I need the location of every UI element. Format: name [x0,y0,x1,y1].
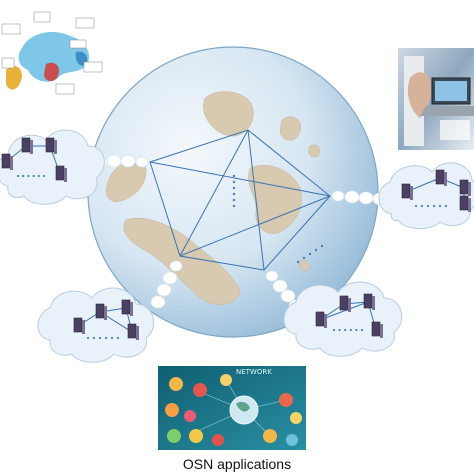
ellipsis-dot [16,174,20,178]
avatar [279,393,293,407]
avatar [263,429,277,443]
server-icon [1,153,13,170]
server-icon [371,321,383,338]
server-icon [55,165,67,182]
ellipsis-dot [110,336,114,340]
ellipsis-dot [104,336,108,340]
avatar [193,383,207,397]
network-links [149,129,331,271]
server-icon [339,295,351,312]
server-icon [73,317,85,334]
server-icon [435,169,447,186]
ellipsis-dot [92,336,96,340]
avatar [290,412,302,424]
ellipsis-dot [338,328,341,332]
server-link [319,301,369,321]
server-icon [21,137,33,154]
avatar [212,434,224,446]
avatar [167,429,181,443]
ellipsis-dot [420,204,424,208]
ellipsis-dot [360,328,364,332]
ellipsis-dot [444,204,448,208]
laptop-photo [398,48,474,150]
cloud-icon [283,281,403,357]
server-icon [363,293,375,310]
ellipsis-dot [344,328,347,332]
server-icon [315,311,327,328]
ellipsis-dot [355,328,358,332]
ellipsis-dot [32,174,35,178]
figure-caption: OSN applications [183,456,291,472]
server-icon [45,137,57,154]
ellipsis-dots [232,174,324,264]
cloud-right [378,162,474,229]
ellipsis-dot [42,174,46,178]
laptop-icon [420,77,474,116]
world-map-image [0,8,106,100]
server-icon [459,179,471,196]
avatar [169,377,183,391]
ellipsis-dot [37,174,40,178]
osn-network-panel: NETWORK [158,366,306,450]
server-groups [1,137,471,340]
ellipsis-dot [349,328,352,332]
network-panel-title: NETWORK [236,368,272,376]
server-icon [95,303,107,320]
ellipsis-dot [22,174,25,178]
ellipsis-dot [116,336,120,340]
cloud-icon [378,162,474,229]
server-icon [127,323,139,340]
ellipsis-dot [438,204,442,208]
cloud-bottom-right [283,281,403,357]
server-icon [121,299,133,316]
ellipsis-dot [432,204,436,208]
avatar [165,403,179,417]
avatar [184,410,196,422]
server-icon [459,195,471,212]
ellipsis-dot [414,204,418,208]
ellipsis-dot [426,204,430,208]
avatar-group [165,374,302,446]
avatar [286,434,298,446]
ellipsis-dot [332,328,336,332]
ellipsis-dot [27,174,30,178]
ellipsis-dot [86,336,90,340]
ellipsis-dot [98,336,102,340]
continents [105,91,320,305]
server-icon [401,183,413,200]
avatar [220,374,232,386]
avatar [189,429,203,443]
